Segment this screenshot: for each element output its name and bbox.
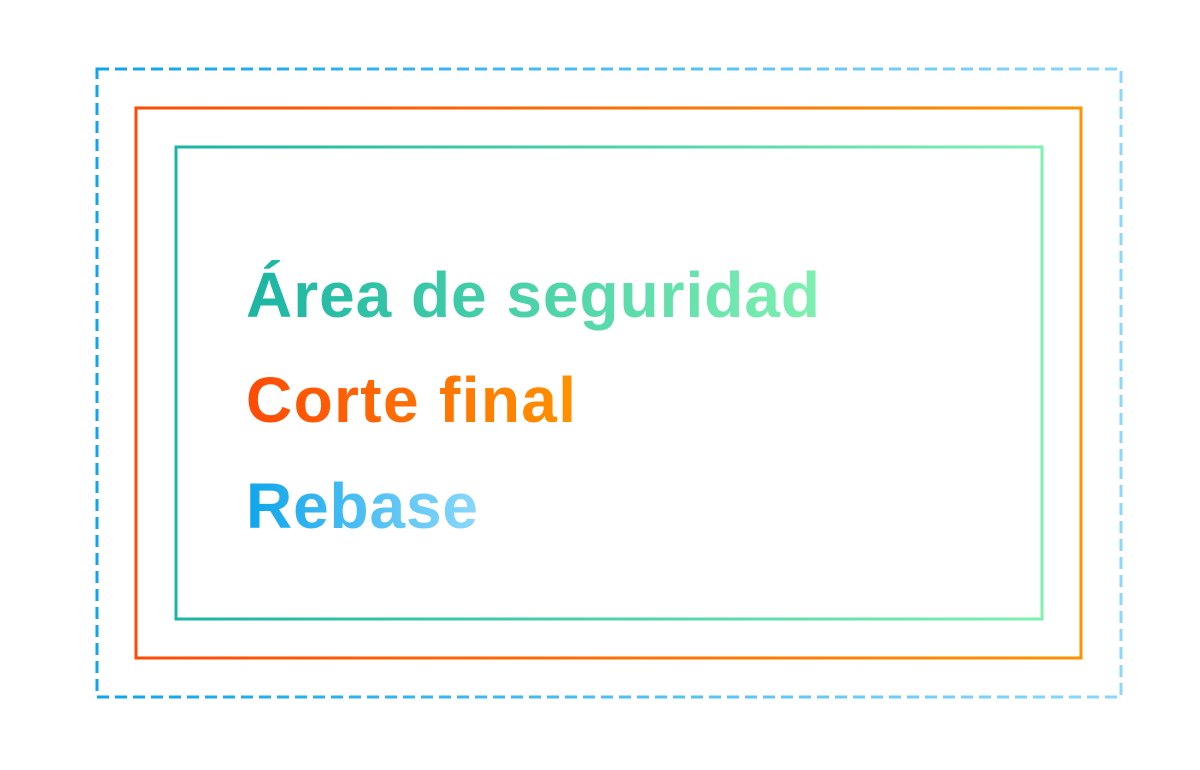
trim-border <box>134 106 1083 660</box>
bleed-border <box>95 67 1123 699</box>
safe-area-border <box>174 145 1044 621</box>
bleed-label: Rebase <box>246 470 478 542</box>
safe-area-label: Área de seguridad <box>246 259 820 331</box>
trim-label: Corte final <box>246 364 576 436</box>
